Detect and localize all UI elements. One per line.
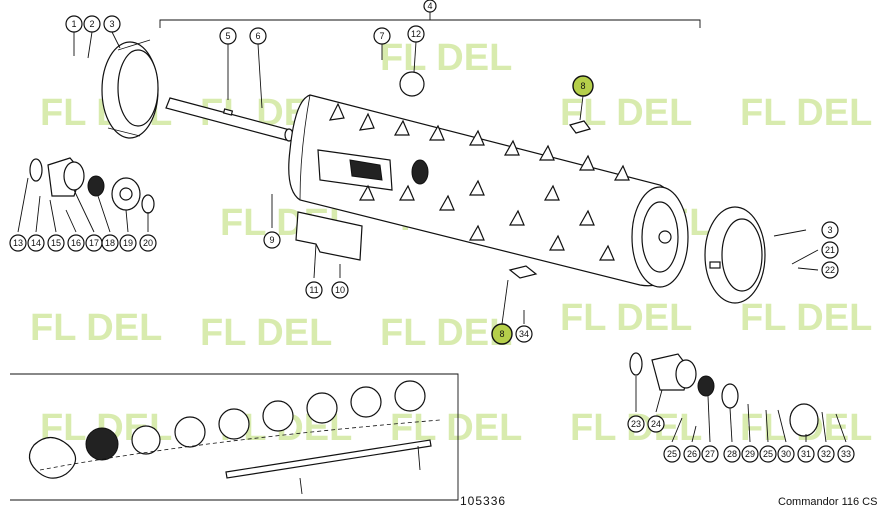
callout-5: 5 — [219, 27, 237, 45]
svg-text:14: 14 — [31, 238, 41, 248]
watermark: FL DEL — [740, 297, 872, 339]
callout-26: 26 — [683, 445, 701, 463]
svg-text:27: 27 — [705, 449, 715, 459]
rotor-layout-inset — [10, 373, 459, 501]
svg-text:5: 5 — [225, 31, 230, 41]
watermark: FL DEL — [200, 312, 332, 354]
svg-text:18: 18 — [105, 238, 115, 248]
svg-text:25: 25 — [763, 449, 773, 459]
left-hub-assembly — [29, 157, 155, 214]
svg-text:22: 22 — [825, 265, 835, 275]
svg-text:34: 34 — [519, 329, 529, 339]
callout-25: 25 — [663, 445, 681, 463]
callout-32: 32 — [817, 445, 835, 463]
callout-2: 2 — [83, 15, 101, 33]
svg-text:30: 30 — [781, 449, 791, 459]
callout-8-highlighted: 8 — [491, 323, 513, 345]
shaft — [165, 97, 294, 142]
svg-text:8: 8 — [499, 329, 504, 339]
rotor-drum — [288, 94, 689, 288]
svg-text:17: 17 — [89, 238, 99, 248]
callout-23: 23 — [627, 415, 645, 433]
callout-16: 16 — [67, 234, 85, 252]
svg-text:10: 10 — [335, 285, 345, 295]
callout-3-right: 3 — [821, 221, 839, 239]
callout-28: 28 — [723, 445, 741, 463]
left-end-ring — [101, 39, 159, 139]
cover-plate — [399, 71, 425, 97]
callout-34: 34 — [515, 325, 533, 343]
callout-22: 22 — [821, 261, 839, 279]
svg-text:25: 25 — [667, 449, 677, 459]
callout-3: 3 — [103, 15, 121, 33]
svg-text:20: 20 — [143, 238, 153, 248]
svg-text:9: 9 — [269, 235, 274, 245]
right-end-ring — [704, 206, 766, 304]
callout-1: 1 — [65, 15, 83, 33]
callout-19: 19 — [119, 234, 137, 252]
deflector-plate — [295, 211, 363, 261]
callout-24: 24 — [647, 415, 665, 433]
svg-text:2: 2 — [89, 19, 94, 29]
svg-text:7: 7 — [379, 31, 384, 41]
svg-text:31: 31 — [801, 449, 811, 459]
callout-21: 21 — [821, 241, 839, 259]
callout-25-second: 25 — [759, 445, 777, 463]
svg-text:11: 11 — [309, 285, 318, 295]
right-hub-assembly — [629, 352, 819, 437]
callout-17: 17 — [85, 234, 103, 252]
callout-18: 18 — [101, 234, 119, 252]
callout-14: 14 — [27, 234, 45, 252]
callout-7: 7 — [373, 27, 391, 45]
callout-12: 12 — [407, 25, 425, 43]
watermark: FL DEL — [380, 312, 512, 354]
watermark: FL DEL — [740, 92, 872, 134]
svg-text:28: 28 — [727, 449, 737, 459]
model-label: Commandor 116 CS — [778, 496, 878, 508]
svg-text:24: 24 — [651, 419, 661, 429]
watermark: FL DEL — [390, 407, 522, 449]
svg-text:26: 26 — [687, 449, 697, 459]
callout-9: 9 — [263, 231, 281, 249]
callout-31: 31 — [797, 445, 815, 463]
tine-row — [328, 102, 630, 261]
callout-20: 20 — [139, 234, 157, 252]
svg-text:15: 15 — [51, 238, 61, 248]
watermark: FL DEL — [380, 37, 512, 79]
leader-lines — [17, 31, 847, 443]
svg-text:3: 3 — [827, 225, 832, 235]
callout-6: 6 — [249, 27, 267, 45]
callout-11: 11 — [305, 281, 323, 299]
svg-text:19: 19 — [123, 238, 133, 248]
svg-text:8: 8 — [580, 81, 585, 91]
callout-30: 30 — [777, 445, 795, 463]
callout-27: 27 — [701, 445, 719, 463]
svg-text:1: 1 — [71, 19, 76, 29]
callout-10: 10 — [331, 281, 349, 299]
callout-4: 4 — [423, 0, 437, 13]
bracket-part — [508, 120, 592, 279]
assembly-bracket — [159, 12, 701, 28]
watermark: FL DEL — [30, 307, 162, 349]
svg-text:12: 12 — [411, 29, 421, 39]
svg-text:21: 21 — [825, 245, 835, 255]
svg-text:4: 4 — [427, 1, 432, 11]
svg-text:29: 29 — [745, 449, 755, 459]
svg-text:33: 33 — [841, 449, 851, 459]
watermark: FL DEL — [560, 297, 692, 339]
svg-text:3: 3 — [109, 19, 114, 29]
callout-33: 33 — [837, 445, 855, 463]
svg-text:13: 13 — [13, 238, 23, 248]
callout-8-highlighted: 8 — [572, 75, 594, 97]
svg-text:16: 16 — [71, 238, 81, 248]
svg-text:6: 6 — [255, 31, 260, 41]
drawing-number: 105336 — [460, 494, 507, 508]
svg-text:23: 23 — [631, 419, 641, 429]
svg-text:32: 32 — [821, 449, 831, 459]
callout-13: 13 — [9, 234, 27, 252]
callout-29: 29 — [741, 445, 759, 463]
callout-15: 15 — [47, 234, 65, 252]
